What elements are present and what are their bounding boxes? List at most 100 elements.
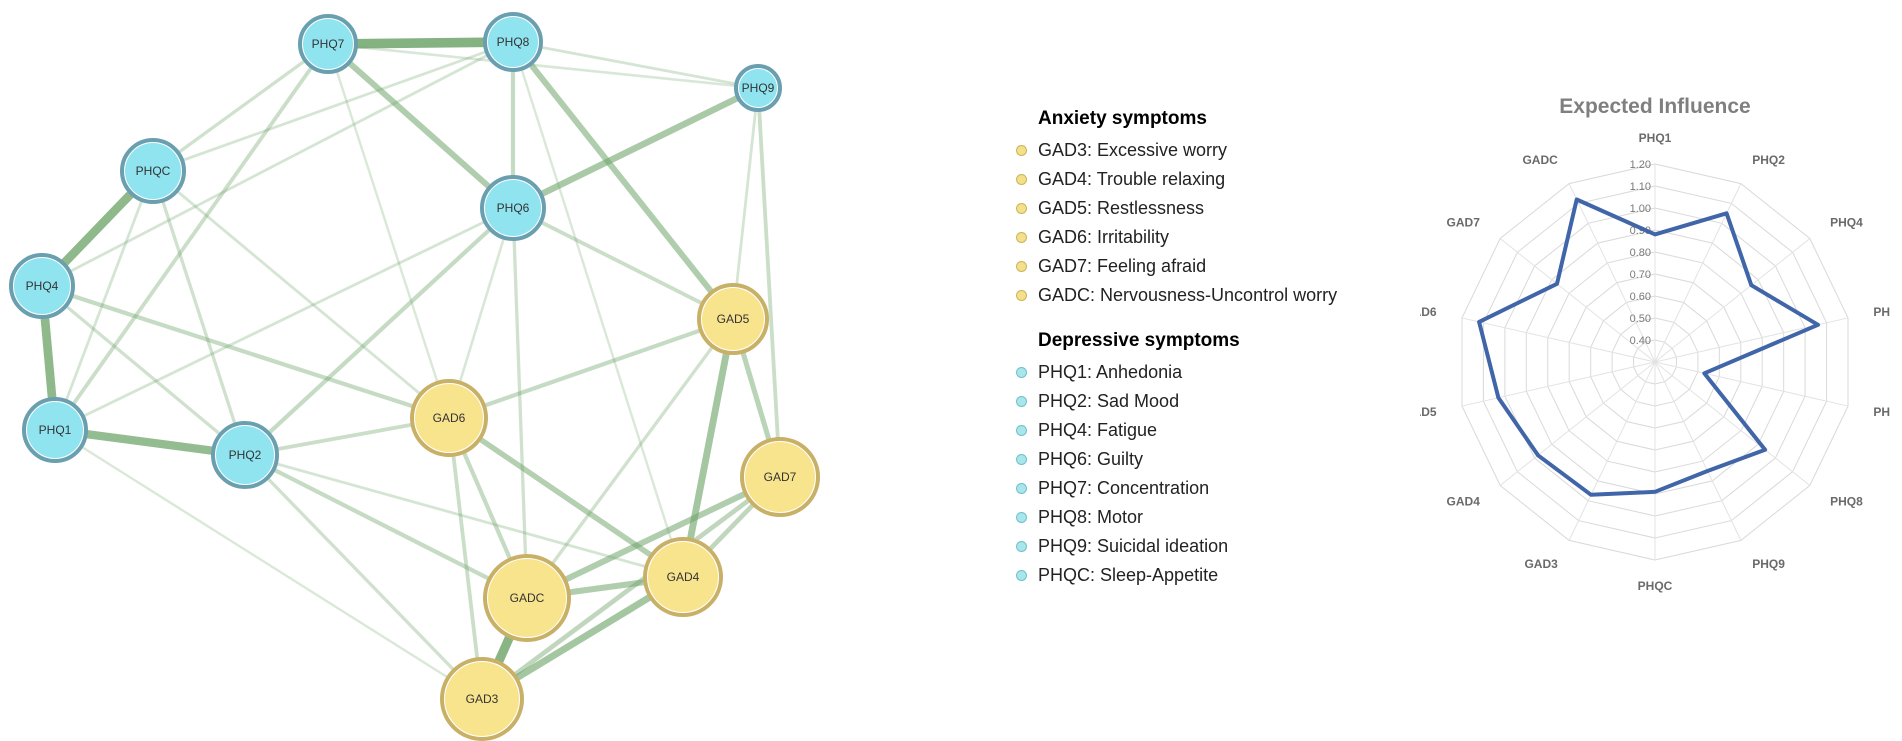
node-fill [648,542,718,612]
edge-phq7-phq1 [53,42,330,432]
radar-point-gad5 [1496,396,1500,400]
node-gad3: GAD3 [440,657,524,741]
radar-tick-label: 1.20 [1630,159,1651,171]
radar-spoke [1568,361,1656,541]
node-fill [14,258,70,314]
legend-dot-icon [1016,145,1027,156]
radar-category-label: GAD4 [1447,495,1481,509]
radar-spoke [1654,238,1811,363]
radar-category-label: PHQ8 [1830,495,1863,509]
legend-item: PHQC: Sleep-Appetite [1010,561,1410,590]
legend-dot-icon [1016,541,1027,552]
legend-item-label: PHQ6: Guilty [1038,449,1144,469]
legend-item-label: GAD7: Feeling afraid [1038,256,1207,276]
radar-point-phq1 [1653,232,1657,236]
radar-point-gad7 [1555,282,1559,286]
node-gad6: GAD6 [410,379,488,457]
node-phq6: PHQ6 [480,175,546,241]
legend-item: PHQ7: Concentration [1010,474,1410,503]
legend-item-label: PHQ8: Motor [1038,507,1144,527]
node-label: PHQ8 [497,35,530,49]
legend-dot-icon [1016,232,1027,243]
edge-phqc-phq1 [53,169,155,432]
radar-spoke [1499,238,1656,363]
edge-phq8-gad4 [511,40,685,579]
edge-phq9-gad5 [731,86,760,321]
legend-item: GAD7: Feeling afraid [1010,252,1410,281]
radar-tick-label: 0.70 [1630,269,1651,281]
radar-point-phq4 [1749,283,1753,287]
node-phq2: PHQ2 [211,421,279,489]
radar-category-label: PHQ9 [1752,557,1785,571]
edge-phq1-gad3 [53,428,484,701]
radar-tick-label: 0.40 [1630,335,1651,347]
node-label: GAD4 [667,570,700,584]
edge-gad5-gadc [525,317,735,600]
edge-gad6-gad4 [446,415,686,580]
radar-category-label: GAD5 [1420,405,1437,419]
node-fill [702,288,764,350]
edge-gad5-gad4 [679,315,737,581]
edge-phq2-gad4 [243,453,685,579]
legend-item-label: PHQ2: Sad Mood [1038,391,1180,411]
legend-item-label: GAD6: Irritability [1038,227,1170,247]
radar-tick-label: 0.90 [1630,225,1651,237]
edge-phq7-phq6 [325,41,516,211]
node-phq7: PHQ7 [298,14,358,74]
legend-heading-depressive: Depressive symptoms [1038,330,1240,351]
radar-point-gad3 [1589,493,1593,497]
legend-item: GAD3: Excessive worry [1010,136,1410,165]
legend-item-label: PHQC: Sleep-Appetite [1038,565,1219,585]
legend-item: PHQ9: Suicidal ideation [1010,532,1410,561]
node-label: GAD6 [433,411,466,425]
radar-point-phq9 [1706,469,1709,473]
radar-spoke [1654,183,1742,363]
radar-spoke [1654,361,1849,407]
radar-spoke [1461,361,1656,407]
radar-grid [1461,163,1849,561]
edge-phq2-gadc [242,452,530,601]
radar-spoke [1461,317,1656,363]
legend-dot-icon [1016,425,1027,436]
legend-item: GAD5: Restlessness [1010,194,1410,223]
edge-phqc-phq2 [151,169,247,457]
node-label: PHQ6 [497,201,530,215]
legend-item: PHQ8: Motor [1010,503,1410,532]
edge-phq4-phq2 [40,284,247,457]
edge-phq2-gad3 [243,453,484,701]
radar-tick-label: 0.80 [1630,247,1651,259]
radar-spoke [1568,183,1656,363]
radar-tick-label: 1.10 [1630,181,1651,193]
legend-item: PHQ4: Fatigue [1010,416,1410,445]
legend-item-label: PHQ9: Suicidal ideation [1038,536,1229,556]
legend-item-label: PHQ4: Fatigue [1038,420,1158,440]
node-fill [415,384,483,452]
radar-spoke [1499,361,1656,486]
node-label: PHQ7 [312,37,345,51]
edge-phq7-gad6 [326,42,451,420]
node-fill [485,180,541,236]
edge-phq6-gadc [511,206,529,600]
edge-phq7-phq8 [323,37,518,49]
edge-phq9-phq6 [509,84,762,212]
edge-phq6-gad5 [511,206,735,321]
legend-dot-icon [1016,290,1027,301]
node-label: GADC [510,591,545,605]
edge-gad7-gadc [524,474,783,601]
node-phq1: PHQ1 [22,397,88,463]
node-label: PHQ1 [39,423,72,437]
edge-phq8-gad5 [510,39,736,322]
node-label: PHQ9 [742,81,775,95]
legend-item: PHQ1: Anhedonia [1010,358,1410,387]
radar-point-gadc [1575,198,1579,201]
node-phqc: PHQC [120,138,186,204]
edge-phq8-phq9 [511,40,760,90]
radar-series [1477,197,1820,497]
legend-item-label: GAD3: Excessive worry [1038,140,1228,160]
radar-point-phq2 [1725,211,1729,215]
node-fill [488,559,566,637]
